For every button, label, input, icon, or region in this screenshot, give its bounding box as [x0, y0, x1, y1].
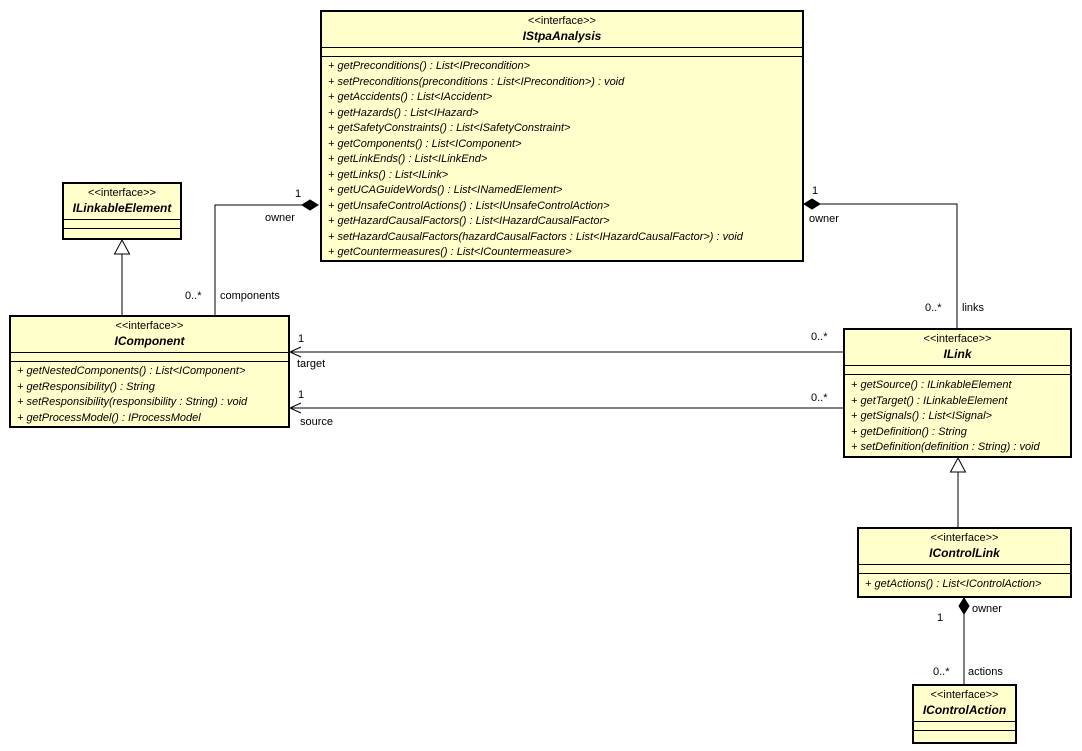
role-label: source — [300, 416, 334, 428]
class-name: ILink — [943, 347, 972, 361]
method: + setPreconditions(preconditions : List<… — [328, 75, 625, 88]
methods-compartment: + getSource() : ILinkableElement + getTa… — [845, 375, 1070, 456]
multiplicity-label: 1 — [937, 612, 944, 624]
attributes-compartment — [859, 565, 1070, 574]
stereotype-label: <<interface>> — [528, 15, 596, 27]
method: + getPreconditions() : List<IPreconditio… — [328, 60, 531, 72]
composition-stpa-components — [214, 199, 319, 315]
method: + getSource() : ILinkableElement — [851, 379, 1012, 391]
method: + getAccidents() : List<IAccident> — [328, 91, 493, 103]
generalization-controllink-link — [949, 456, 967, 527]
methods-compartment: + getNestedComponents() : List<IComponen… — [11, 362, 288, 426]
multiplicity-label: 0..* — [925, 302, 942, 314]
class-name: IComponent — [114, 334, 185, 348]
class-ilinkableelement[interactable]: <<interface>> ILinkableElement — [62, 182, 182, 240]
multiplicity-label: 1 — [812, 185, 819, 197]
association-link-target — [288, 346, 843, 358]
multiplicity-label: 1 — [295, 188, 302, 200]
methods-compartment: + getActions() : List<IControlAction> — [859, 574, 1070, 593]
class-icomponent-title: <<interface>> IComponent — [11, 317, 288, 353]
class-name: IControlLink — [929, 546, 1000, 560]
method: + getComponents() : List<IComponent> — [328, 137, 522, 150]
class-icontrolaction[interactable]: <<interface>> IControlAction — [912, 684, 1017, 744]
role-label: components — [220, 290, 280, 302]
class-ilink[interactable]: <<interface>> ILink + getSource() : ILin… — [843, 328, 1072, 458]
method: + getTarget() : ILinkableElement — [851, 394, 1008, 407]
class-icontrollink-title: <<interface>> IControlLink — [859, 529, 1070, 565]
stereotype-label: <<interface>> — [923, 333, 992, 345]
stereotype-label: <<interface>> — [930, 689, 999, 701]
method: + getCountermeasures() : List<ICounterme… — [328, 246, 572, 258]
class-icontrolaction-title: <<interface>> IControlAction — [914, 686, 1015, 722]
method: + getHazards() : List<IHazard> — [328, 106, 479, 119]
method: + getUnsafeControlActions() : List<IUnsa… — [328, 199, 610, 212]
attributes-compartment — [322, 48, 802, 57]
class-name: IControlAction — [922, 703, 1007, 717]
stereotype-label: <<interface>> — [88, 187, 156, 199]
class-name: ILinkableElement — [72, 201, 172, 215]
multiplicity-label: 0..* — [185, 290, 202, 302]
methods-compartment: + getPreconditions() : List<IPreconditio… — [322, 57, 802, 261]
method: + getSignals() : List<ISignal> — [851, 410, 992, 422]
method: + getLinks() : List<ILink> — [328, 168, 449, 181]
method: + setDefinition(definition : String) : v… — [851, 441, 1040, 453]
method: + setResponsibility(responsibility : Str… — [17, 396, 248, 408]
class-ilink-title: <<interface>> ILink — [845, 330, 1070, 366]
association-link-source — [288, 402, 843, 414]
method: + getProcessModel() : IProcessModel — [17, 411, 201, 424]
class-istpaanalysis[interactable]: <<interface>> IStpaAnalysis + getPrecond… — [320, 10, 804, 262]
generalization-component-linkable — [113, 238, 131, 315]
method: + getUCAGuideWords() : List<INamedElemen… — [328, 184, 563, 196]
class-icomponent[interactable]: <<interface>> IComponent + getNestedComp… — [9, 315, 290, 428]
class-icontrollink[interactable]: <<interface>> IControlLink + getActions(… — [857, 527, 1072, 598]
composition-controllink-actions — [958, 597, 970, 684]
stereotype-label: <<interface>> — [930, 532, 999, 544]
multiplicity-label: 0..* — [811, 331, 828, 343]
composition-stpa-links — [803, 198, 958, 328]
class-istpaanalysis-title: <<interface>> IStpaAnalysis — [322, 12, 802, 48]
role-label: owner — [265, 212, 295, 224]
methods-compartment — [64, 228, 180, 237]
role-label: target — [297, 358, 326, 370]
method: + getActions() : List<IControlAction> — [865, 578, 1042, 590]
class-name: IStpaAnalysis — [522, 29, 602, 43]
method: + setHazardCausalFactors(hazardCausalFac… — [328, 230, 743, 243]
multiplicity-label: 1 — [298, 333, 305, 345]
methods-compartment — [914, 730, 1015, 739]
method: + getNestedComponents() : List<IComponen… — [17, 365, 246, 377]
role-label: actions — [968, 666, 1003, 678]
method: + getLinkEnds() : List<ILinkEnd> — [328, 153, 488, 165]
method: + getHazardCausalFactors() : List<IHazar… — [328, 215, 610, 227]
attributes-compartment — [64, 220, 180, 228]
role-label: owner — [809, 213, 839, 225]
class-ilinkableelement-title: <<interface>> ILinkableElement — [64, 184, 180, 220]
role-label: links — [962, 302, 985, 314]
stereotype-label: <<interface>> — [115, 320, 184, 332]
method: + getDefinition() : String — [851, 425, 967, 438]
attributes-compartment — [11, 353, 288, 362]
method: + getSafetyConstraints() : List<ISafetyC… — [328, 122, 571, 134]
method: + getResponsibility() : String — [17, 380, 155, 393]
attributes-compartment — [845, 366, 1070, 375]
role-label: owner — [972, 603, 1002, 615]
multiplicity-label: 1 — [298, 389, 305, 401]
multiplicity-label: 0..* — [811, 392, 828, 404]
multiplicity-label: 0..* — [933, 666, 950, 678]
attributes-compartment — [914, 722, 1015, 730]
